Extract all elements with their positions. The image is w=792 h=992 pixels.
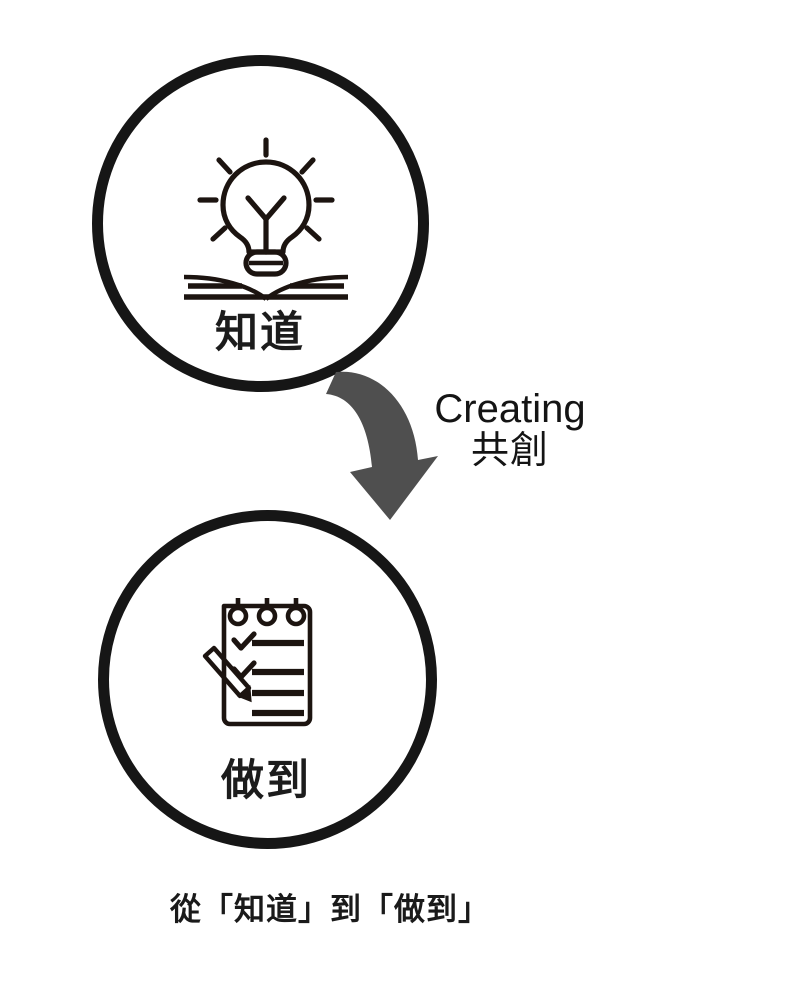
diagram-caption: 從「知道」到「做到」: [170, 892, 490, 928]
lightbulb-book-icon: [180, 136, 352, 301]
connector-label: Creating 共創: [410, 388, 610, 471]
node-circle-know[interactable]: [92, 55, 429, 392]
connector-label-zh: 共創: [470, 428, 549, 473]
node-label-know: 知道: [215, 308, 305, 358]
checklist-pencil-icon: [200, 592, 328, 732]
curved-arrow-icon: [320, 360, 440, 530]
node-label-do: 做到: [221, 756, 311, 806]
node-circle-do[interactable]: [98, 510, 437, 849]
connector-label-en: Creating: [434, 387, 586, 431]
